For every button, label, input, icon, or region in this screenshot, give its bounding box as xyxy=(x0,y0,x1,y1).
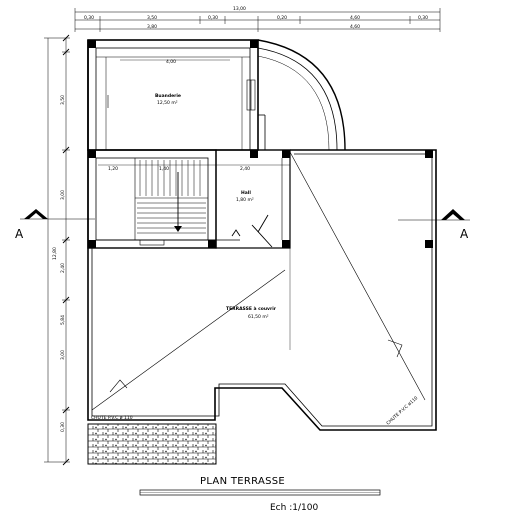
stair-threshold xyxy=(139,239,165,246)
hall-area: 1,80 m² xyxy=(236,197,254,203)
hall-dim-a: 1,20 xyxy=(108,166,118,172)
buanderie-area: 12,50 m² xyxy=(157,100,178,106)
dim-left-2: 3,00 xyxy=(60,190,66,200)
left-dimension-ticks xyxy=(62,34,70,466)
section-label-right: A xyxy=(460,227,469,241)
buanderie-window xyxy=(246,79,256,111)
buanderie-width-label: 4,00 xyxy=(166,59,176,65)
terrasse-name: TERRASSE à couvrir xyxy=(226,305,277,312)
dim-top-3: 0,30 xyxy=(208,15,218,21)
dim-top-4: 0,20 xyxy=(277,15,287,21)
section-marker-left xyxy=(20,209,95,220)
roof-slope-lines xyxy=(91,150,426,411)
dim-left-1: 3,50 xyxy=(60,95,66,105)
dim-left-5: 3,00 xyxy=(60,350,66,360)
hall-dim-b: 1,40 xyxy=(159,166,169,172)
dim-top-2: 3,50 xyxy=(147,15,157,21)
dim-left-total: 12,80 xyxy=(52,247,58,260)
stair-treads xyxy=(137,160,206,234)
dim-left-6: 0,30 xyxy=(60,422,66,432)
brick-parapet xyxy=(87,423,217,465)
hall-door xyxy=(231,214,273,248)
dim-top-total: 13,00 xyxy=(233,6,246,12)
terrasse-area: 61,50 m² xyxy=(248,314,269,320)
drawing-title: PLAN TERRASSE xyxy=(200,476,285,487)
title-underline xyxy=(139,489,381,496)
dim-top-6: 0,30 xyxy=(418,15,428,21)
hall-name: Hall xyxy=(241,190,251,196)
dim-top-row2-1: 3,80 xyxy=(147,24,157,30)
stair-arrow xyxy=(174,226,182,232)
drawing-scale: Ech :1/100 xyxy=(270,503,318,513)
top-dimension-chains xyxy=(74,8,441,32)
chute-label-2: CHUTE P.V.C ø110 xyxy=(385,395,419,426)
dim-left-3: 2,40 xyxy=(60,263,66,273)
curved-balcony xyxy=(257,39,346,151)
section-label-left: A xyxy=(15,227,24,241)
dim-top-5: 4,60 xyxy=(350,15,360,21)
dim-left-4: 5,84 xyxy=(60,315,66,325)
buanderie-name: Buanderie xyxy=(155,93,181,99)
dim-top-1: 0,30 xyxy=(84,15,94,21)
chute-label-1: CHUTE P.V.C ø 110 xyxy=(91,415,133,421)
slope-arrows xyxy=(109,339,403,393)
section-marker-right xyxy=(398,209,470,221)
dim-top-row2-2: 4,60 xyxy=(350,24,360,30)
terrace-outline xyxy=(87,40,437,431)
corner-columns xyxy=(88,40,433,248)
hall-dim-c: 2,40 xyxy=(240,166,250,172)
